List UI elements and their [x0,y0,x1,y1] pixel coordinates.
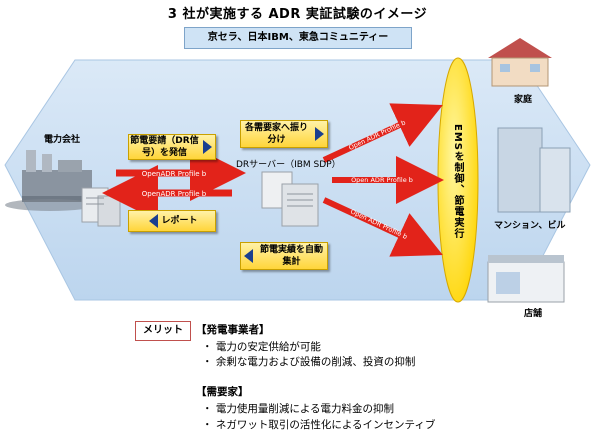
merit-label-box: メリット [135,321,191,341]
dr-server-label: DRサーバー（IBM SDP） [236,160,341,170]
chevron-left-icon [244,249,253,263]
openadr-arrow-home [322,103,443,163]
report-text: レポート [161,216,198,226]
report-box: レポート [128,210,216,232]
openadr-label-2: OpenADR Profile b [142,190,207,198]
chevron-right-icon [203,140,212,154]
chevron-left-icon [149,214,159,228]
store-label: 店舗 [524,309,543,319]
generator-heading: 【発電事業者】 [196,324,270,336]
companies-banner: 京セラ、日本IBM、東急コミュニティー [184,27,412,49]
consumer-item-1: ・ 電力使用量削減による電力料金の抑制 [202,403,395,415]
openadr-label-1: OpenADR Profile b [142,170,207,178]
distribute-text: 各需要家へ振り分け [244,123,308,145]
building-icon [497,127,571,213]
aggregate-text: 節電実績を自動集計 [259,245,323,267]
store-icon [487,255,565,303]
dr-request-box: 節電要請（DR信号）を発信 [128,134,216,160]
home-label: 家庭 [514,95,533,105]
mansion-label: マンション、ビル [494,221,566,231]
openadr-arrow-store [322,197,443,257]
chevron-right-icon [315,127,324,141]
distribute-box: 各需要家へ振り分け [240,120,328,148]
ems-label: EMSを制御、節電実行 [452,124,463,239]
generator-item-1: ・ 電力の安定供給が可能 [202,341,321,353]
openadr-label-mansion: Open ADR Profile b [351,176,413,184]
consumer-item-2: ・ ネガワット取引の活性化によるインセンティブ [202,419,436,431]
consumer-heading: 【需要家】 [196,386,249,398]
dr-server-icon [261,171,319,227]
dr-request-text: 節電要請（DR信号）を発信 [130,136,199,158]
power-plant-icon [5,150,95,211]
house-icon [488,38,552,87]
power-company-label: 電力会社 [44,135,81,145]
aggregate-box: 節電実績を自動集計 [240,242,328,270]
generator-item-2: ・ 余剰な電力および設備の削減、投資の抑制 [202,356,416,368]
diagram-title: 3 社が実施する ADR 実証試験のイメージ [167,7,428,22]
